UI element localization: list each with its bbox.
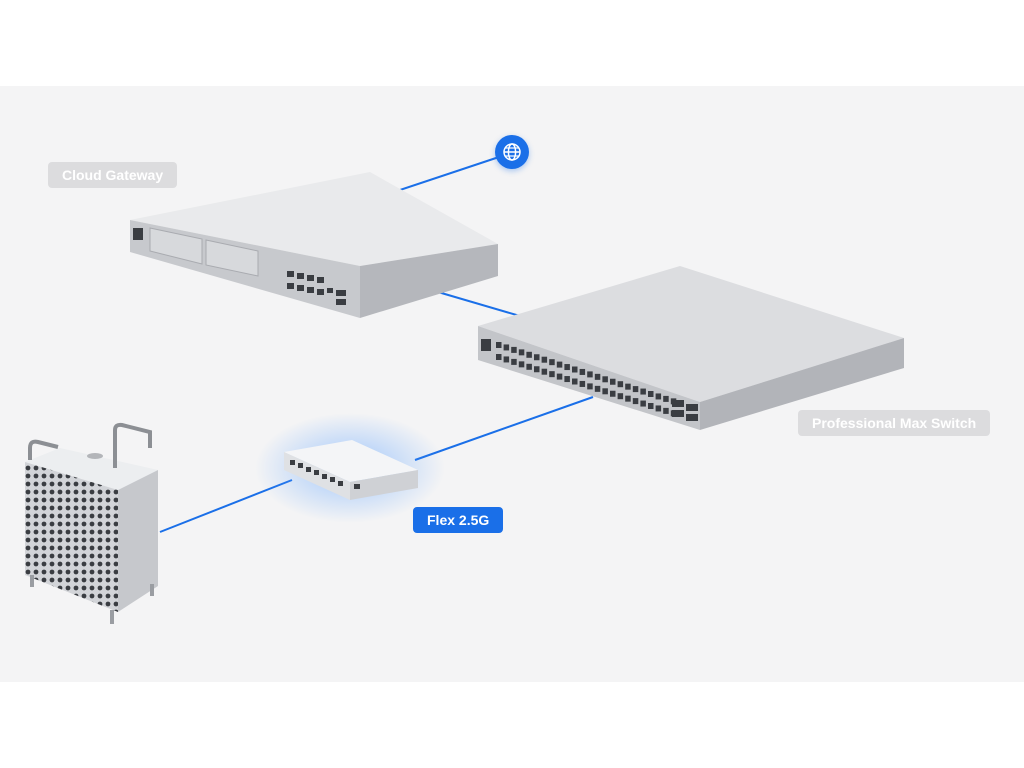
switch-port <box>549 371 555 378</box>
switch-port <box>648 391 654 397</box>
switch-port <box>579 380 586 387</box>
switch-port <box>587 383 593 390</box>
switch-port <box>511 358 517 365</box>
switch-port <box>564 376 570 383</box>
switch-port <box>518 349 525 356</box>
switch-port <box>648 403 654 409</box>
switch-port <box>541 368 548 375</box>
switch-port <box>617 381 624 388</box>
switch-port <box>556 361 563 368</box>
flex-device <box>255 413 445 523</box>
link-gateway-switch <box>437 291 521 317</box>
pro-max-switch-label[interactable]: Professional Max Switch <box>798 410 991 436</box>
switch-port <box>556 373 563 380</box>
switch-port <box>640 388 646 395</box>
switch-port <box>564 364 570 371</box>
switch-port <box>640 400 646 407</box>
switch-port <box>663 407 669 414</box>
switch-port <box>625 383 631 390</box>
cloud-gateway-device <box>130 172 498 318</box>
switch-port <box>518 361 525 368</box>
switch-port <box>526 363 532 370</box>
switch-port <box>503 344 510 351</box>
switch-port <box>610 390 616 397</box>
switch-port <box>541 356 548 363</box>
switch-port <box>579 368 586 375</box>
switch-port <box>602 376 608 383</box>
switch-port <box>503 356 510 363</box>
workstation-tower <box>25 422 158 624</box>
switch-port <box>534 354 540 361</box>
pro-max-switch-device <box>478 266 904 430</box>
switch-port <box>572 366 578 373</box>
switch-port <box>587 371 593 378</box>
switch-port <box>594 373 601 380</box>
switch-port <box>594 385 601 392</box>
link-switch-flex <box>414 396 594 461</box>
switch-port <box>526 351 532 358</box>
switch-port <box>632 386 639 393</box>
switch-port <box>549 359 555 366</box>
internet-node[interactable] <box>495 135 529 169</box>
switch-port <box>625 395 631 402</box>
switch-port <box>496 354 502 360</box>
globe-icon <box>503 143 521 161</box>
switch-port <box>572 378 578 385</box>
switch-port <box>511 346 517 353</box>
switch-port <box>534 366 540 373</box>
switch-port <box>617 393 624 400</box>
switch-port <box>632 398 639 405</box>
switch-port <box>655 393 662 400</box>
switch-port <box>610 378 616 385</box>
cloud-gateway-label[interactable]: Cloud Gateway <box>48 162 178 188</box>
flex-label[interactable]: Flex 2.5G <box>413 507 504 533</box>
switch-port <box>655 405 662 412</box>
switch-port <box>496 342 502 348</box>
switch-port <box>602 388 608 395</box>
switch-port <box>663 395 669 402</box>
